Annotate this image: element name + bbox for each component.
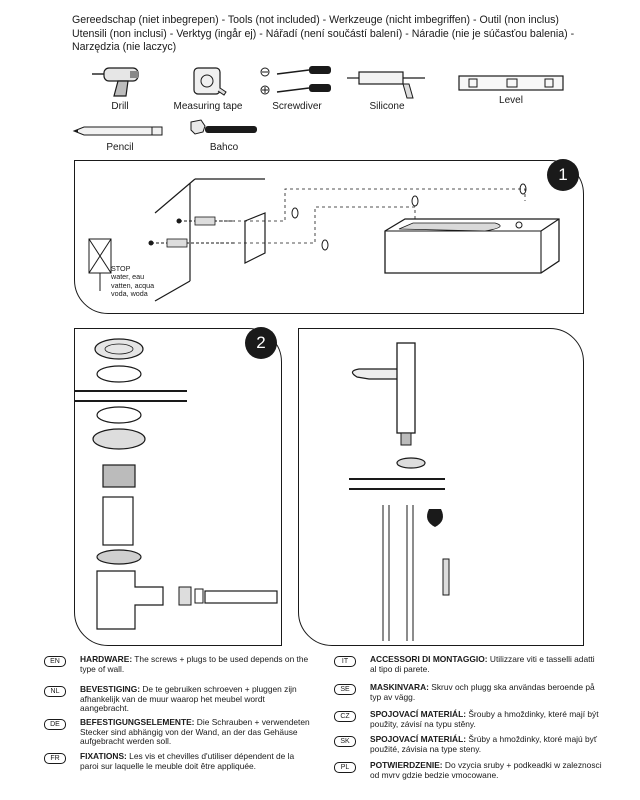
note-sk-title: SPOJOVACÍ MATERIÁL: — [370, 734, 467, 744]
pencil-icon — [72, 126, 163, 136]
language-code-fr: FR — [44, 753, 66, 764]
tool-level: Level — [456, 72, 566, 106]
note-fr-text: Les vis et chevilles d'utiliser dépenden… — [80, 751, 295, 771]
stop-label: STOP — [111, 264, 131, 273]
note-nl-text: De te gebruiken schroeven + pluggen zijn… — [80, 684, 297, 714]
note-de-text: Die Schrauben + verwendeten Stecker sind… — [80, 717, 310, 747]
pencil-label: Pencil — [106, 142, 134, 153]
language-code-de: DE — [44, 719, 66, 730]
tool-drill: Drill — [88, 62, 152, 112]
note-it-title: ACCESSORI DI MONTAGGIO: — [370, 654, 488, 664]
tool-silicone: Silicone — [344, 66, 430, 112]
note-se: SE MASKINVARA: Skruv och plugg ska använ… — [334, 682, 604, 708]
note-pl: PL POTWIERDZENIE: Do vzycia sruby + podk… — [334, 760, 604, 786]
note-pl-text: Do vzycia sruby + podkeadki w zaleznosci… — [370, 760, 602, 780]
measuring-tape-icon — [193, 67, 227, 96]
language-code-se: SE — [334, 684, 356, 695]
stop-line-3: vatten, acqua — [111, 280, 155, 290]
bahco-label: Bahco — [209, 142, 239, 153]
stop-water-note: STOP water, eau vatten, acqua voda, woda — [111, 264, 155, 299]
note-pl-title: POTWIERDZENIE: — [370, 760, 443, 770]
note-cz-text: Šrouby a hmoždinky, které mají být použi… — [370, 709, 599, 729]
language-code-en: EN — [44, 656, 66, 667]
tool-bahco: Bahco — [186, 118, 262, 153]
screwdriver-icon — [260, 66, 331, 95]
tool-pencil: Pencil — [72, 124, 168, 153]
note-de-title: BEFESTIGUNGSELEMENTE: — [80, 717, 195, 727]
stop-line-4: voda, woda — [111, 289, 148, 299]
language-code-sk: SK — [334, 736, 356, 747]
language-code-it: IT — [334, 656, 356, 667]
screwdriver-label: Screwdiver — [272, 101, 322, 112]
step-1-badge: 1 — [547, 159, 579, 191]
drill-label: Drill — [111, 101, 129, 112]
note-de: DE BEFESTIGUNGSELEMENTE: Die Schrauben +… — [44, 717, 314, 749]
note-nl: NL BEVESTIGING: De te gebruiken schroeve… — [44, 684, 314, 716]
language-code-nl: NL — [44, 686, 66, 697]
step-2-panel: 2 — [74, 327, 282, 646]
level-icon — [458, 75, 564, 91]
language-code-cz: CZ — [334, 711, 356, 722]
silicone-label: Silicone — [369, 101, 405, 112]
step-1-panel: 1 STOP water, eau vatten, acqua voda, wo… — [74, 159, 584, 314]
tool-measuring-tape: Measuring tape — [170, 60, 246, 112]
note-it: IT ACCESSORI DI MONTAGGIO: Utilizzare vi… — [334, 654, 604, 680]
tool-screwdriver: Screwdiver — [252, 62, 342, 112]
note-cz-title: SPOJOVACÍ MATERIÁL: — [370, 709, 467, 719]
note-se-title: MASKINVARA: — [370, 682, 429, 692]
language-code-pl: PL — [334, 762, 356, 773]
faucet-panel — [298, 328, 584, 646]
drill-icon — [92, 67, 139, 97]
level-label: Level — [499, 95, 523, 106]
step-2-badge: 2 — [245, 327, 277, 359]
measuring-tape-label: Measuring tape — [173, 101, 243, 112]
note-cz: CZ SPOJOVACÍ MATERIÁL: Šrouby a hmoždink… — [334, 709, 604, 735]
note-en: EN HARDWARE: The screws + plugs to be us… — [44, 654, 314, 684]
note-it-text: Utilizzare viti e tasselli adatti al tip… — [370, 654, 595, 674]
sink-mounting-diagram — [88, 178, 560, 302]
tools-heading: Gereedschap (niet inbegrepen) - Tools (n… — [72, 14, 575, 53]
note-sk: SK SPOJOVACÍ MATERIÁL: Šrúby a hmoždinky… — [334, 734, 604, 760]
silicone-gun-icon — [347, 71, 425, 99]
wrench-icon — [190, 119, 257, 135]
note-en-title: HARDWARE: — [80, 654, 133, 664]
note-en-text: The screws + plugs to be used depends on… — [80, 654, 309, 674]
note-sk-text: Šrúby a hmoždinky, ktoré majú byť použit… — [370, 734, 598, 754]
faucet-assembly-diagram — [349, 342, 450, 641]
note-fr: FR FIXATIONS: Les vis et chevilles d'uti… — [44, 751, 314, 783]
stop-line-2: water, eau — [111, 272, 145, 282]
drain-assembly-diagram — [75, 338, 278, 630]
note-se-text: Skruv och plugg ska användas beroende på… — [370, 682, 595, 702]
note-nl-title: BEVESTIGING: — [80, 684, 141, 694]
note-fr-title: FIXATIONS: — [80, 751, 127, 761]
